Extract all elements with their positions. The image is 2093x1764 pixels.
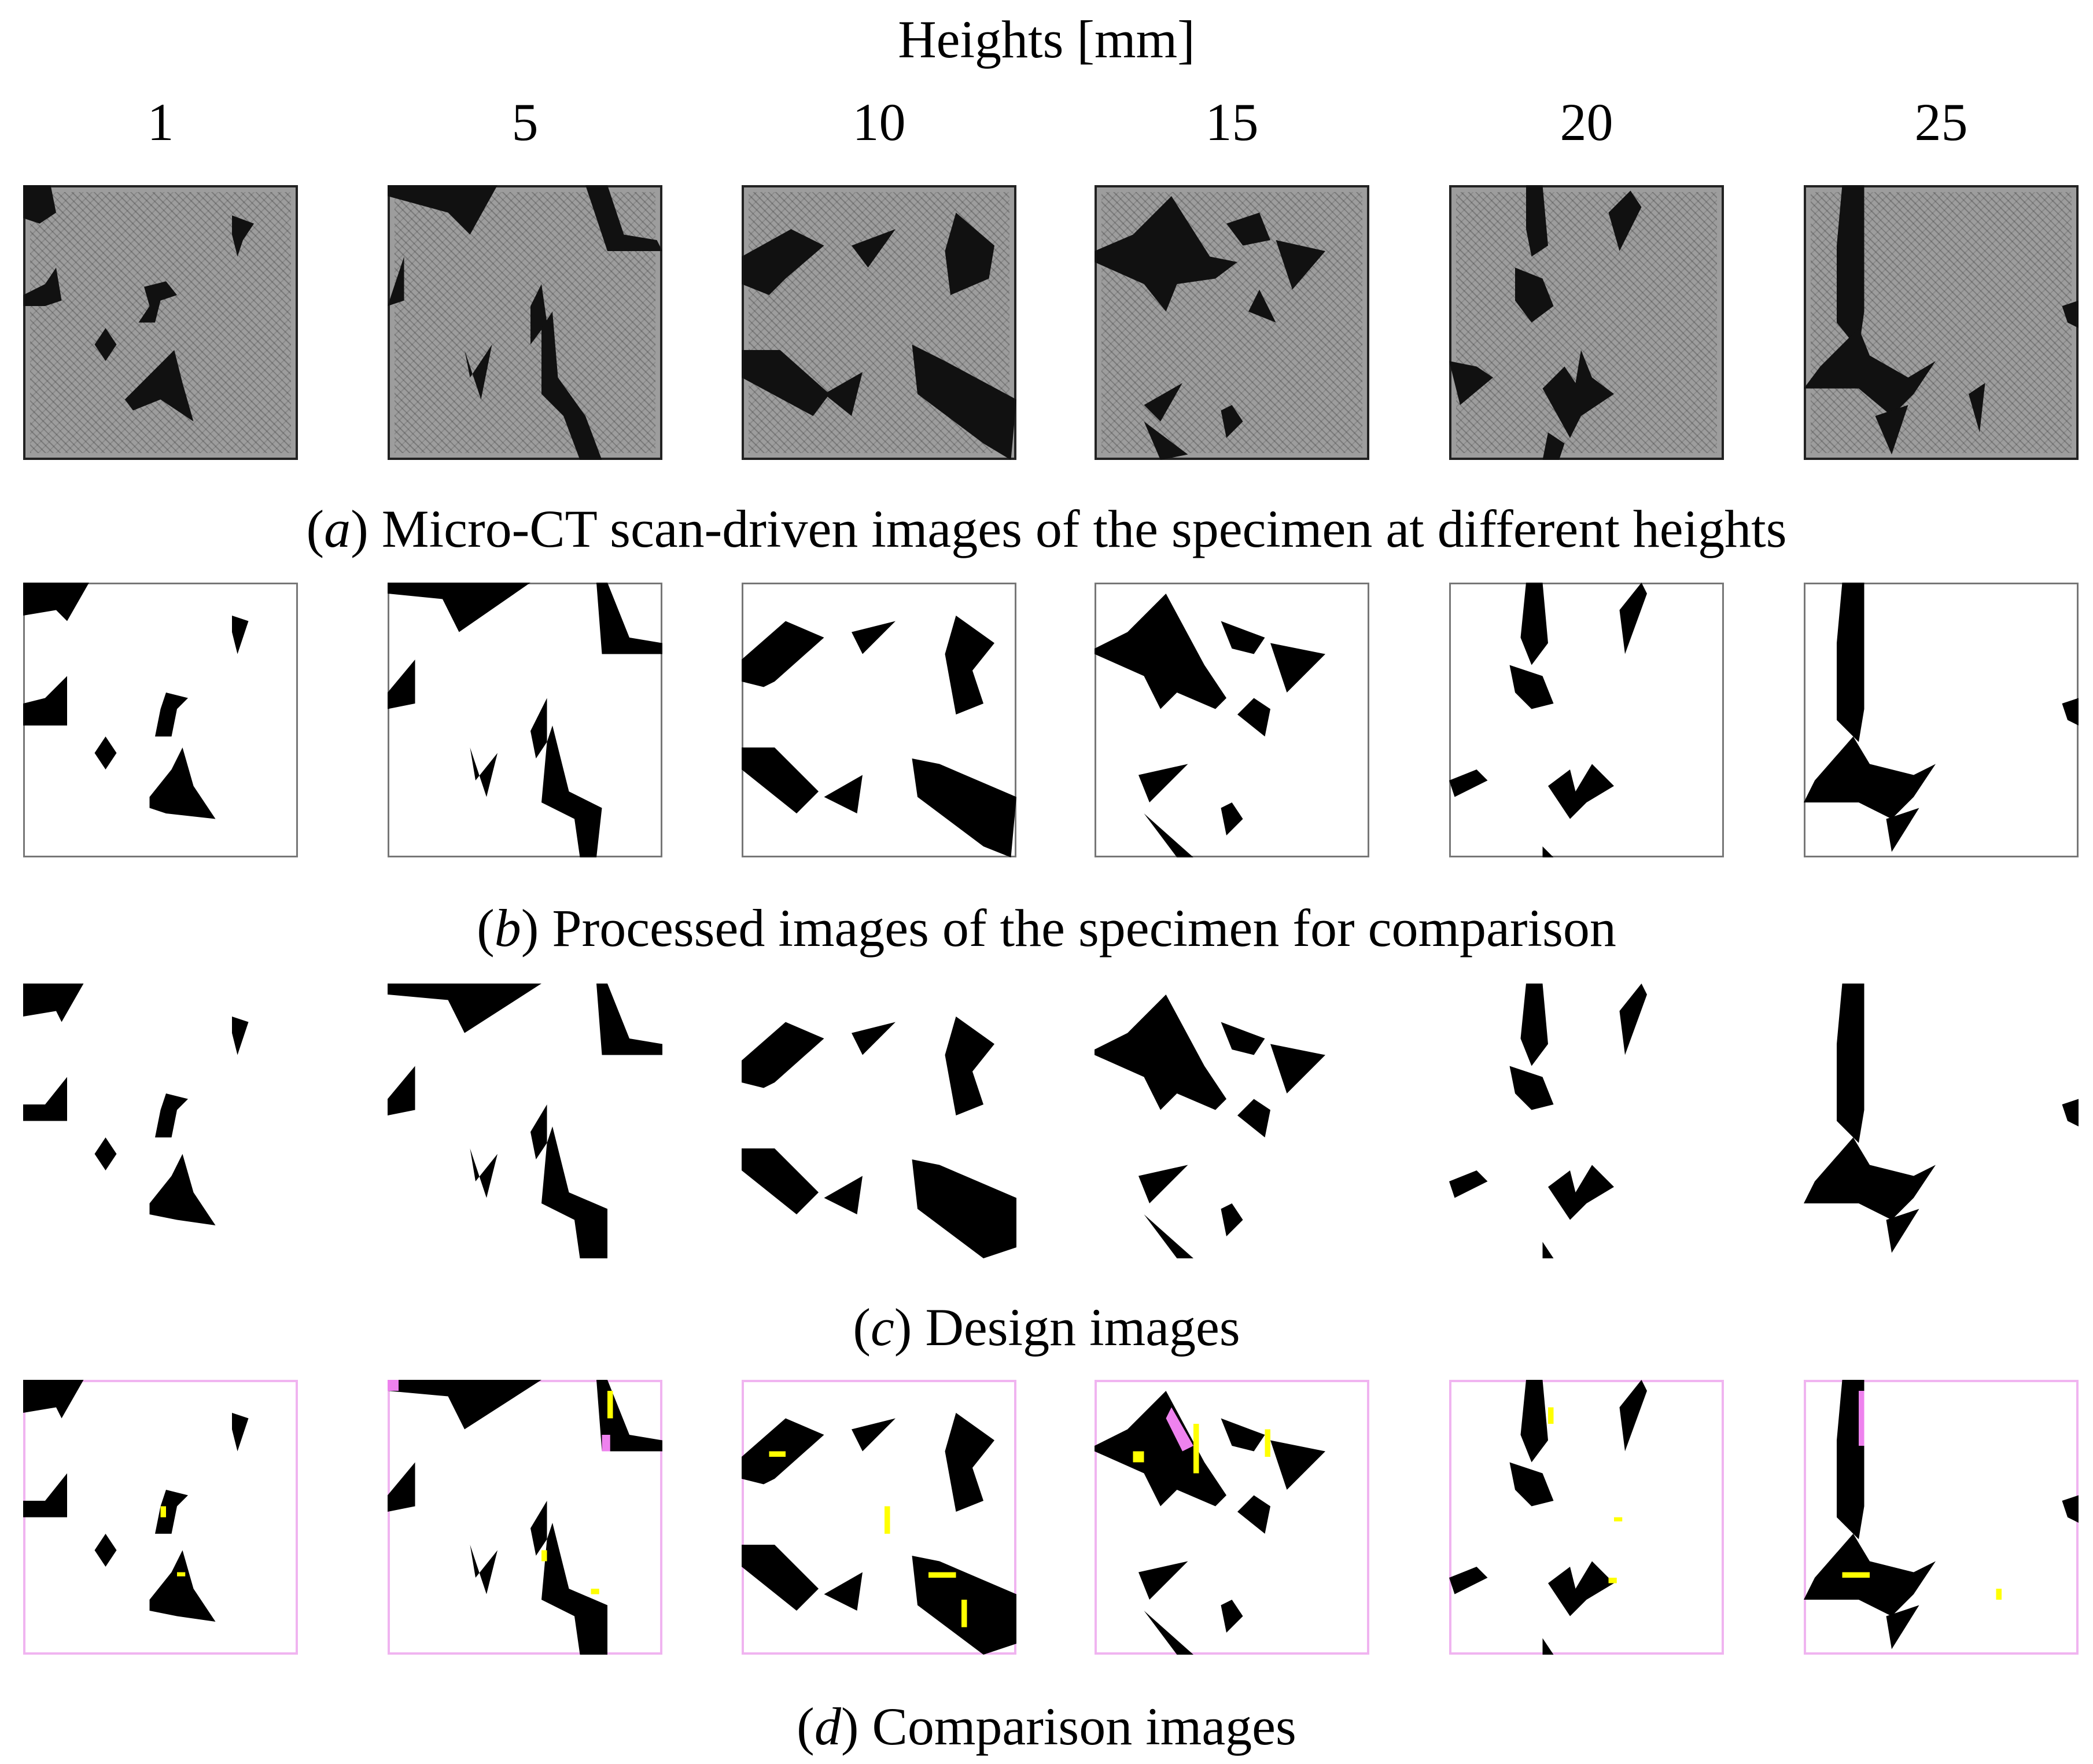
caption-d-label: d	[814, 1697, 841, 1756]
caption-c: (c) Design images	[853, 1298, 1240, 1357]
ct-image-h20	[1449, 185, 1724, 460]
caption-a: (a) Micro-CT scan-driven images of the s…	[306, 499, 1787, 558]
height-label-5: 5	[511, 93, 539, 152]
processed-image-h15	[1095, 583, 1369, 857]
comparison-image-h25	[1804, 1380, 2079, 1655]
design-image-h10	[742, 984, 1016, 1258]
processed-image-h10	[742, 583, 1016, 857]
ct-image-h1	[23, 185, 298, 460]
design-image-h1	[23, 984, 298, 1258]
caption-a-text: Micro-CT scan-driven images of the speci…	[368, 499, 1787, 558]
height-label-20: 20	[1560, 93, 1613, 152]
processed-image-h25	[1804, 583, 2079, 857]
height-label-25: 25	[1914, 93, 1968, 152]
ct-image-h15	[1095, 185, 1369, 460]
design-image-h20	[1449, 984, 1724, 1258]
design-image-h5	[388, 984, 662, 1258]
comparison-image-h5	[388, 1380, 662, 1655]
height-label-15: 15	[1205, 93, 1259, 152]
caption-d-text: Comparison images	[858, 1697, 1296, 1756]
caption-a-label: a	[324, 499, 351, 558]
caption-b-text: Processed images of the specimen for com…	[539, 898, 1616, 958]
caption-b-label: b	[494, 898, 521, 958]
height-label-1: 1	[147, 93, 174, 152]
caption-d: (d) Comparison images	[797, 1697, 1296, 1756]
ct-image-h10	[742, 185, 1016, 460]
comparison-image-h1	[23, 1380, 298, 1655]
processed-image-h5	[388, 583, 662, 857]
caption-c-label: c	[870, 1298, 894, 1357]
ct-image-h25	[1804, 185, 2079, 460]
processed-image-h20	[1449, 583, 1724, 857]
ct-image-h5	[388, 185, 662, 460]
comparison-image-h15	[1095, 1380, 1369, 1655]
height-label-10: 10	[852, 93, 906, 152]
caption-c-text: Design images	[912, 1298, 1240, 1357]
comparison-image-h20	[1449, 1380, 1724, 1655]
caption-b: (b) Processed images of the specimen for…	[477, 898, 1616, 958]
heights-axis-title: Heights [mm]	[898, 10, 1195, 69]
design-image-h15	[1095, 984, 1369, 1258]
design-image-h25	[1804, 984, 2079, 1258]
comparison-image-h10	[742, 1380, 1016, 1655]
processed-image-h1	[23, 583, 298, 857]
